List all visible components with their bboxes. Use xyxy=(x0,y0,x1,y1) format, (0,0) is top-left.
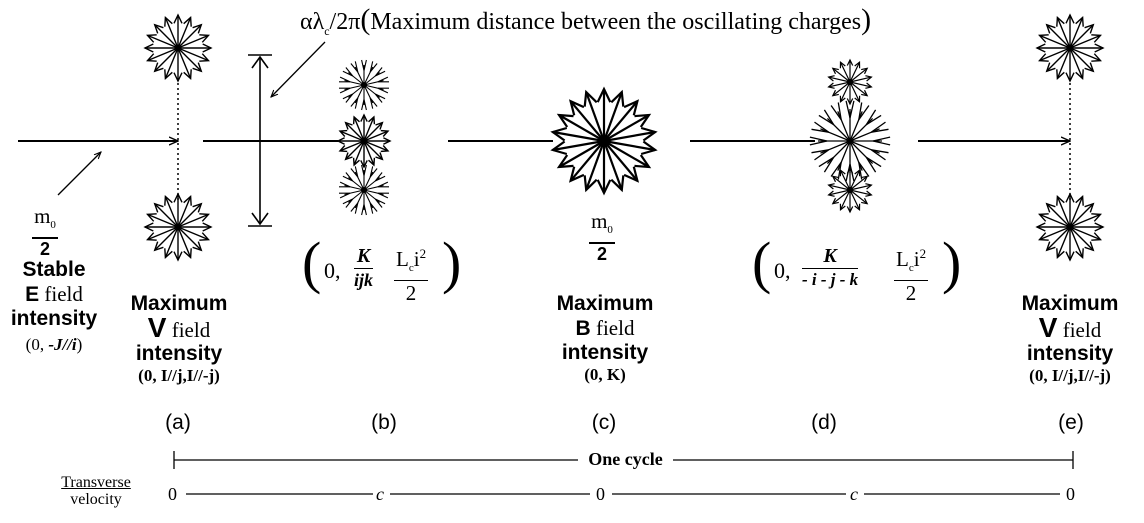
lambda-subscript: c xyxy=(324,23,330,38)
stable-e-field-label: Stable E field intensity (0, -J//i) xyxy=(6,258,102,355)
e-field-word: field xyxy=(39,282,83,306)
transverse-velocity-label: Transverse velocity xyxy=(40,474,152,508)
max-distance-annotation: αλc/2π(Maximum distance between the osci… xyxy=(300,3,872,38)
field-star-a-top xyxy=(143,13,213,83)
coords-c: (0, K) xyxy=(584,365,626,384)
stable-coords-value: -J//i xyxy=(48,335,77,354)
intensity-word-e: intensity xyxy=(1026,342,1114,365)
column-d-expression: ( 0, K - i - j - k Lci2 2 ) xyxy=(752,230,962,306)
i-d: i xyxy=(913,247,920,271)
field-star-c xyxy=(550,86,658,196)
label-c: (c) xyxy=(591,411,617,434)
k-numerator-d: K xyxy=(802,244,859,269)
field-star-b-mid xyxy=(336,113,392,169)
stable-coords-prefix: (0, xyxy=(25,335,49,354)
field-star-d-top xyxy=(827,58,873,106)
column-c-label: Maximum B field intensity (0, K) xyxy=(535,292,675,385)
velocity-tick-zero-mid: 0 xyxy=(596,484,605,504)
label-b: (b) xyxy=(371,411,397,434)
c-sub-b: c xyxy=(408,262,414,275)
field-word-e: field xyxy=(1057,318,1102,342)
coords-a: (0, I//j,I//-j) xyxy=(138,366,220,385)
maximum-word-a: Maximum xyxy=(130,292,228,315)
label-d: (d) xyxy=(811,411,837,434)
velocity-word: velocity xyxy=(70,491,122,508)
field-word-c: field xyxy=(590,316,635,340)
l-d: L xyxy=(896,247,909,271)
transverse-word: Transverse xyxy=(61,474,131,491)
label-a: (a) xyxy=(165,411,191,434)
sup-d: 2 xyxy=(919,246,927,261)
mass-center-num: m xyxy=(591,209,608,233)
coords-e: (0, I//j,I//-j) xyxy=(1029,366,1111,385)
stable-word: Stable xyxy=(22,258,86,281)
field-star-d-mid xyxy=(809,100,891,182)
mass-left-sub: 0 xyxy=(50,219,56,232)
velocity-tick-c2: c xyxy=(850,484,858,504)
mass-center-sub: 0 xyxy=(607,224,613,237)
velocity-tick-zero-end: 0 xyxy=(1066,484,1075,504)
field-star-b-top xyxy=(339,59,389,111)
field-stars xyxy=(143,13,1105,262)
field-word-a: field xyxy=(166,318,211,342)
field-star-e-top xyxy=(1035,13,1105,83)
mass-half-left: m0 2 xyxy=(25,204,65,259)
e-symbol: E xyxy=(25,283,40,306)
i-b: i xyxy=(413,247,420,271)
stable-coords-suffix: ) xyxy=(76,335,83,354)
column-b-expression: ( 0, K ijk Lci2 2 ) xyxy=(302,230,462,306)
neg-ijk-denominator-d: - i - j - k xyxy=(802,270,859,289)
k-numerator-b: K xyxy=(354,244,374,269)
field-star-d-bottom xyxy=(827,166,873,214)
field-star-e-bottom xyxy=(1035,192,1105,262)
pointer-arrow-mass xyxy=(57,152,101,196)
cycle-bracket xyxy=(173,451,1074,469)
ijk-denominator-b: ijk xyxy=(354,270,374,290)
intensity-word-a: intensity xyxy=(135,342,223,365)
mass-half-center: m0 2 xyxy=(582,209,622,264)
maximum-word-c: Maximum xyxy=(556,292,654,315)
field-star-a-bottom xyxy=(143,192,213,262)
column-e-label: Maximum V field intensity (0, I//j,I//-j… xyxy=(996,292,1144,386)
mass-left-den: 2 xyxy=(39,239,50,260)
alpha-lambda-symbol: αλ xyxy=(300,9,325,35)
b-symbol: B xyxy=(575,317,591,340)
mass-left-num: m xyxy=(34,204,51,228)
two-den-b: 2 xyxy=(405,281,417,306)
zero-b: 0, xyxy=(324,258,341,283)
zero-d: 0, xyxy=(774,258,791,283)
c-sub-d: c xyxy=(908,262,914,275)
pointer-arrow-annotation xyxy=(271,41,326,97)
sup-b: 2 xyxy=(419,246,427,261)
velocity-tick-0: 0 xyxy=(168,484,177,504)
column-a-label: Maximum V field intensity (0, I//j,I//-j… xyxy=(104,292,254,386)
two-pi-term: /2π xyxy=(329,9,361,35)
velocity-tick-c1: c xyxy=(376,484,384,504)
v-symbol-a: V xyxy=(147,312,167,343)
one-cycle-label: One cycle xyxy=(588,449,663,469)
field-star-b-bottom xyxy=(339,164,389,216)
label-e: (e) xyxy=(1058,411,1084,434)
maximum-word-e: Maximum xyxy=(1021,292,1119,315)
annotation-text: Maximum distance between the oscillating… xyxy=(370,9,862,35)
intensity-word-c: intensity xyxy=(561,341,649,364)
v-symbol-e: V xyxy=(1038,312,1058,343)
two-den-d: 2 xyxy=(905,281,917,306)
distance-indicator xyxy=(248,54,272,227)
stable-intensity-word: intensity xyxy=(10,307,98,330)
l-b: L xyxy=(396,247,409,271)
mass-center-den: 2 xyxy=(596,244,607,265)
